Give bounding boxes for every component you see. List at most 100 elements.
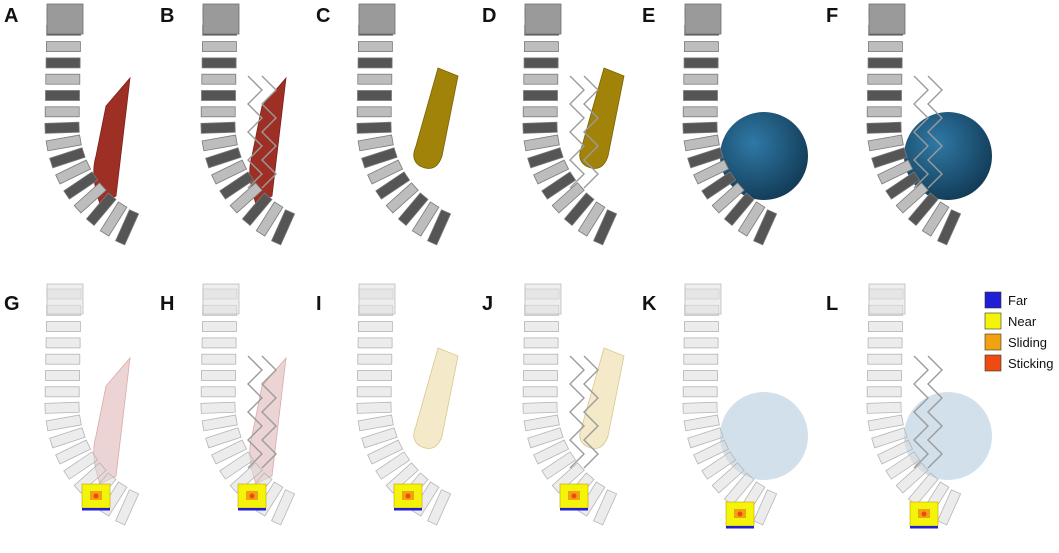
robot-segment	[357, 337, 393, 349]
robot-base	[358, 283, 396, 315]
obstacle-block	[579, 67, 625, 169]
robot-segment	[45, 337, 81, 349]
robot-segment	[682, 121, 718, 134]
robot-segment	[201, 134, 238, 152]
robot-segment	[533, 439, 570, 465]
robot-segment	[45, 353, 81, 365]
robot-segment	[753, 489, 778, 526]
robot-base	[46, 3, 84, 35]
robot-segment	[866, 106, 902, 118]
robot-segment	[867, 414, 904, 432]
robot-segment	[866, 121, 902, 134]
stent-mesh	[927, 75, 943, 189]
robot-segment	[753, 209, 778, 246]
robot-segment	[683, 134, 720, 152]
panel-b: B	[160, 3, 296, 246]
robot-segment	[361, 147, 398, 169]
obstacle-sphere	[720, 392, 808, 480]
robot-segment	[200, 106, 236, 118]
contact-patch-sticking	[737, 511, 743, 517]
panel-j: J	[482, 283, 625, 526]
robot-segment	[527, 427, 564, 449]
robot-segment	[219, 171, 255, 200]
robot-segment	[563, 192, 595, 226]
robot-segment	[522, 106, 558, 118]
contact-patch-sticking	[921, 511, 927, 517]
robot-segment	[682, 106, 718, 118]
legend-label: Near	[1008, 314, 1037, 329]
robot-segment	[201, 414, 238, 432]
robot-segment	[201, 353, 237, 365]
obstacle-wall	[93, 356, 131, 485]
robot-segment	[63, 451, 99, 480]
robot-segment	[49, 427, 86, 449]
robot-segment	[357, 370, 392, 381]
panel-label: L	[826, 293, 838, 315]
contact-patch-sticking	[405, 493, 411, 499]
panel-label: A	[4, 5, 18, 27]
robot-segment	[427, 209, 452, 246]
robot-segment	[683, 90, 718, 101]
contact-patch-far	[726, 526, 754, 529]
panel-label: B	[160, 5, 174, 27]
robot-segment	[205, 147, 242, 169]
panel-drawing	[44, 3, 140, 246]
panel-a: A	[4, 3, 140, 246]
robot-segment	[356, 386, 392, 398]
robot-segment	[45, 73, 81, 85]
robot-segment	[427, 489, 452, 526]
robot-base	[202, 3, 240, 35]
panel-drawing	[356, 283, 459, 526]
robot-segment	[523, 370, 558, 381]
robot-segment	[868, 41, 903, 52]
robot-segment	[885, 171, 921, 200]
panel-label: J	[482, 293, 493, 315]
robot-base	[868, 3, 906, 35]
robot-segment	[866, 386, 902, 398]
stent-mesh	[569, 355, 585, 469]
robot-segment	[356, 121, 392, 134]
panel-drawing	[682, 3, 808, 246]
robot-segment	[541, 451, 577, 480]
obstacle-wall	[93, 76, 131, 205]
stent-mesh	[927, 355, 943, 469]
panel-drawing	[522, 3, 625, 246]
robot-segment	[85, 192, 117, 226]
robot-segment	[385, 182, 419, 214]
robot-segment	[211, 439, 248, 465]
robot-segment	[687, 147, 724, 169]
panel-drawing	[44, 283, 140, 526]
robot-segment	[593, 209, 618, 246]
robot-segment	[711, 182, 745, 214]
stent-mesh	[569, 75, 585, 189]
robot-segment	[357, 414, 394, 432]
stent-mesh	[913, 75, 929, 189]
robot-segment	[593, 489, 618, 526]
robot-segment	[683, 57, 719, 69]
panel-label: K	[642, 293, 657, 315]
panel-c: C	[316, 3, 459, 246]
robot-segment	[867, 90, 902, 101]
robot-segment	[115, 209, 140, 246]
robot-segment	[684, 41, 719, 52]
contact-patch-far	[910, 526, 938, 529]
robot-segment	[356, 401, 392, 414]
robot-base	[524, 3, 562, 35]
robot-segment	[357, 134, 394, 152]
robot-segment	[45, 90, 80, 101]
legend-swatch	[984, 291, 1002, 309]
robot-segment	[867, 57, 903, 69]
panel-h: H	[160, 283, 296, 526]
contact-patch-far	[238, 508, 266, 511]
robot-segment	[211, 159, 248, 185]
robot-segment	[271, 209, 296, 246]
robot-base	[46, 283, 84, 315]
robot-segment	[523, 353, 559, 365]
panel-drawing	[866, 3, 992, 246]
robot-segment	[871, 427, 908, 449]
stent-mesh	[913, 355, 929, 469]
robot-segment	[45, 370, 80, 381]
contact-patch-sticking	[571, 493, 577, 499]
robot-segment	[271, 489, 296, 526]
